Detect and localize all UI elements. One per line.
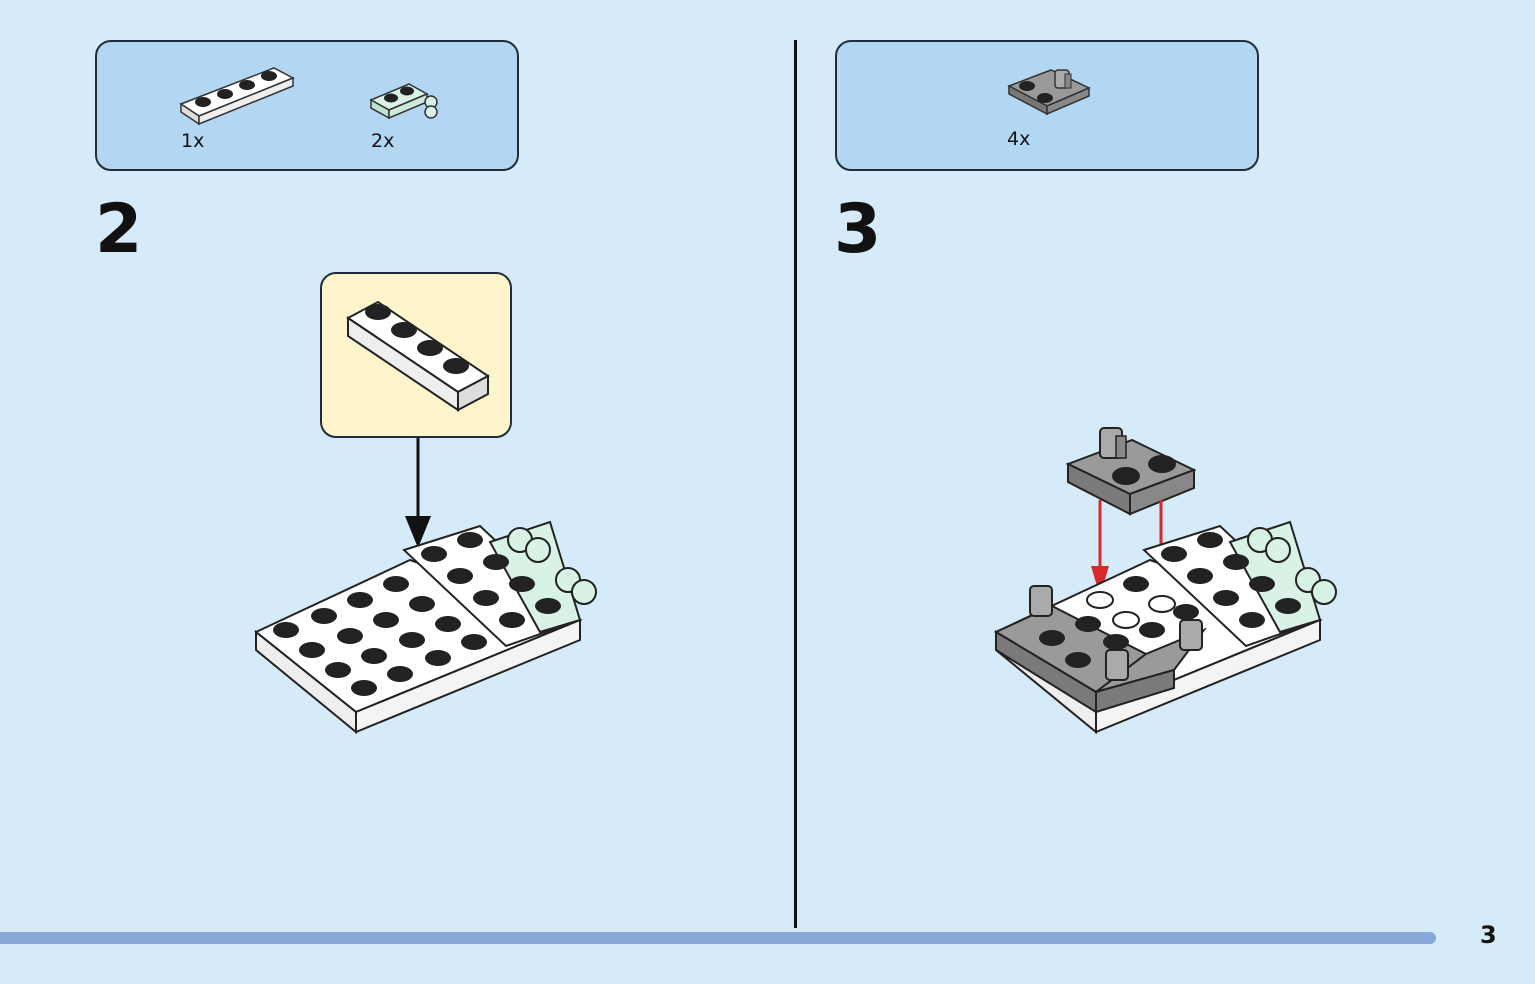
step-number: 3 <box>834 190 882 269</box>
footer-bar <box>0 932 1436 944</box>
part-quantity: 2x <box>371 130 395 152</box>
parts-list-step-2: 1x 2x <box>95 40 519 171</box>
page-number: 3 <box>1480 921 1497 949</box>
white-1x4-plate-icon <box>179 67 295 126</box>
sub-assembly-callout <box>320 272 512 438</box>
mint-clip-plate-icon <box>369 83 438 120</box>
part-quantity: 1x <box>181 130 205 152</box>
step-number: 2 <box>95 190 143 269</box>
gray-hinge-plate-icon <box>1007 69 1091 116</box>
white-1x4-plate-icon <box>346 300 490 412</box>
part-quantity: 4x <box>1007 128 1031 150</box>
parts-list-step-3: 4x <box>835 40 1259 171</box>
model-assembly-step-2 <box>254 520 597 735</box>
page-divider <box>794 40 797 928</box>
down-arrow-icon <box>405 438 431 548</box>
gray-hinge-plate-icon <box>1065 427 1197 516</box>
model-assembly-step-3 <box>993 520 1337 735</box>
